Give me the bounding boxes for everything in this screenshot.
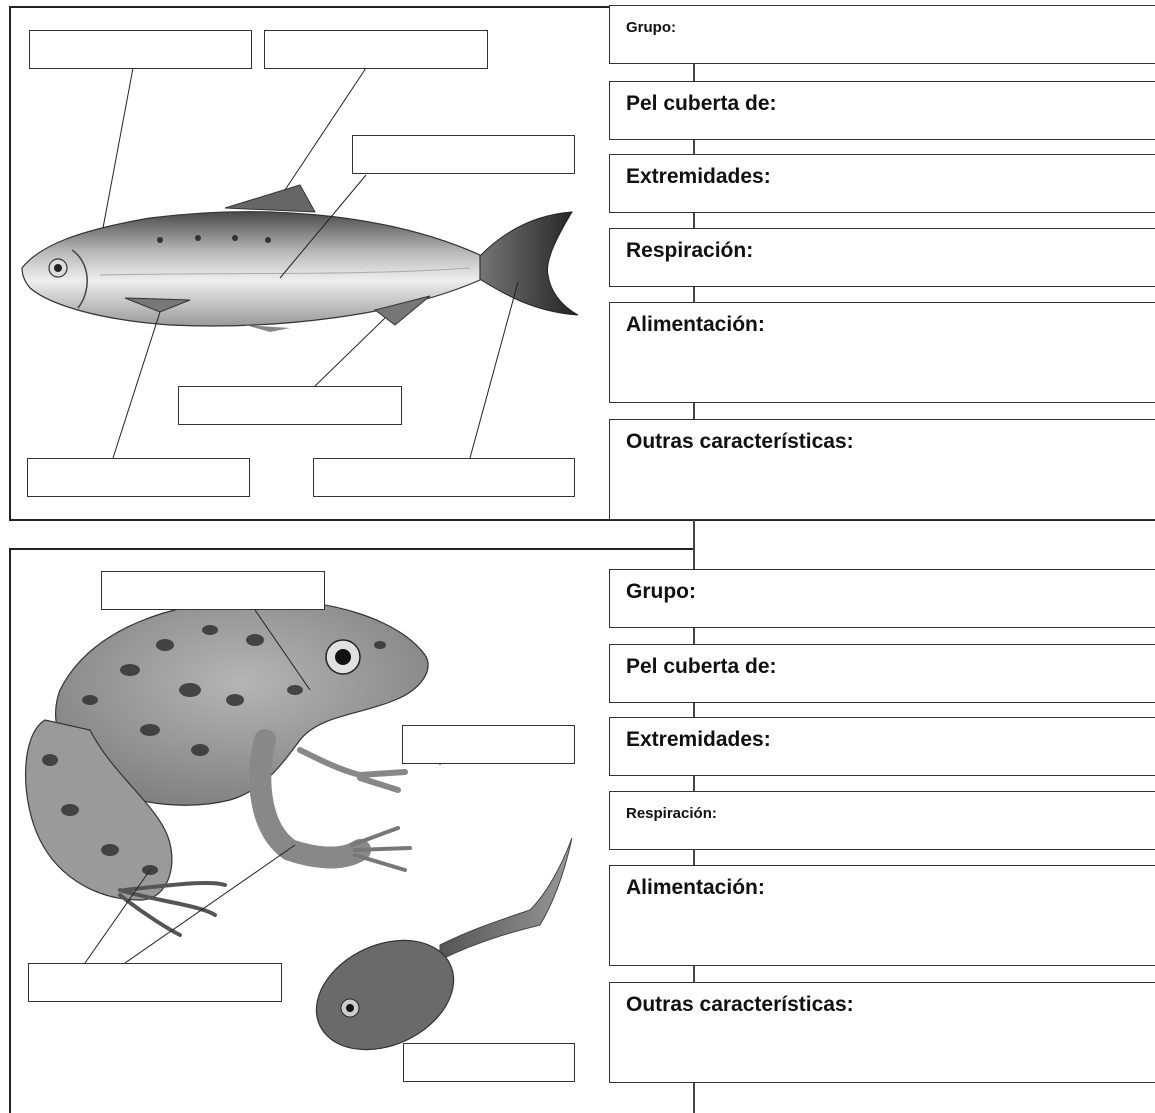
fish-field-respiracion[interactable]: Respiración: xyxy=(609,228,1155,287)
fish-field-extremidades[interactable]: Extremidades: xyxy=(609,154,1155,213)
fish-field-pel[interactable]: Pel cuberta de: xyxy=(609,81,1155,140)
frog-field-pel[interactable]: Pel cuberta de: xyxy=(609,644,1155,703)
fish-tail-fin xyxy=(478,212,578,315)
fish-label-box-5[interactable] xyxy=(27,458,250,497)
fish-field-outras[interactable]: Outras características: xyxy=(609,419,1155,520)
tadpole-label-box[interactable] xyxy=(403,1043,575,1082)
fish-field-respiracion-label: Respiración: xyxy=(626,239,753,262)
frog-field-alimentacion[interactable]: Alimentación: xyxy=(609,865,1155,966)
frog-arm xyxy=(300,750,405,790)
frog-field-grupo[interactable]: Grupo: xyxy=(609,569,1155,628)
tadpole-tail xyxy=(440,838,572,960)
frog-field-outras[interactable]: Outras características: xyxy=(609,982,1155,1083)
frog-field-respiracion-label: Respiración: xyxy=(626,805,717,822)
fish-label-box-4[interactable] xyxy=(178,386,402,425)
frog-field-respiracion[interactable]: Respiración: xyxy=(609,791,1155,850)
fish-drawing xyxy=(22,185,578,332)
frog-field-grupo-label: Grupo: xyxy=(626,580,696,603)
fish-field-alimentacion[interactable]: Alimentación: xyxy=(609,302,1155,403)
frog-field-alimentacion-label: Alimentación: xyxy=(626,876,765,899)
fish-dorsal-fin xyxy=(225,185,315,212)
frog-front-foot xyxy=(352,828,410,870)
frog-field-extremidades[interactable]: Extremidades: xyxy=(609,717,1155,776)
fish-label-box-2[interactable] xyxy=(264,30,488,69)
fish-label-box-6[interactable] xyxy=(313,458,575,497)
fish-field-outras-label: Outras características: xyxy=(626,430,854,453)
frog-drawing xyxy=(26,600,429,935)
frog-label-box-1[interactable] xyxy=(101,571,325,610)
fish-label-box-3[interactable] xyxy=(352,135,575,174)
fish-field-grupo[interactable]: Grupo: xyxy=(609,5,1155,64)
frog-label-box-3[interactable] xyxy=(28,963,282,1002)
frog-field-pel-label: Pel cuberta de: xyxy=(626,655,777,678)
fish-field-extremidades-label: Extremidades: xyxy=(626,165,771,188)
fish-field-alimentacion-label: Alimentación: xyxy=(626,313,765,336)
fish-field-grupo-label: Grupo: xyxy=(626,19,676,36)
frog-field-outras-label: Outras características: xyxy=(626,993,854,1016)
fish-field-pel-label: Pel cuberta de: xyxy=(626,92,777,115)
fish-label-box-1[interactable] xyxy=(29,30,252,69)
frog-field-extremidades-label: Extremidades: xyxy=(626,728,771,751)
tadpole-drawing xyxy=(299,838,572,1071)
frog-label-box-2[interactable] xyxy=(402,725,575,764)
